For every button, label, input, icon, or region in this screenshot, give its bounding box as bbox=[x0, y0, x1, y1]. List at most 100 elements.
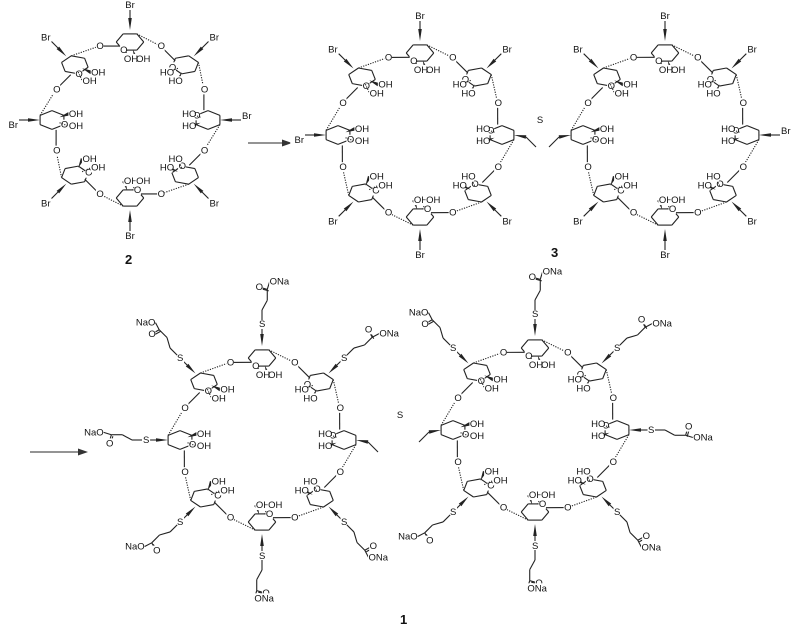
svg-text:O: O bbox=[707, 74, 714, 85]
svg-text:S: S bbox=[537, 115, 543, 126]
svg-text:OH: OH bbox=[370, 172, 384, 183]
svg-text:O: O bbox=[716, 179, 723, 190]
svg-text:ONa: ONa bbox=[693, 433, 713, 444]
compound-label-1: 1 bbox=[400, 612, 408, 627]
svg-text:O: O bbox=[53, 84, 60, 95]
svg-text:Br: Br bbox=[328, 216, 338, 227]
svg-text:OH: OH bbox=[470, 431, 484, 442]
svg-text:Br: Br bbox=[660, 11, 670, 22]
svg-text:OH: OH bbox=[529, 490, 543, 501]
svg-text:O: O bbox=[495, 162, 502, 173]
svg-text:Br: Br bbox=[209, 33, 219, 44]
svg-text:O: O bbox=[655, 56, 662, 67]
svg-text:OH: OH bbox=[470, 419, 484, 430]
svg-text:OH: OH bbox=[426, 65, 440, 76]
svg-text:OH: OH bbox=[600, 124, 614, 135]
svg-text:OH: OH bbox=[541, 490, 555, 501]
svg-text:OH: OH bbox=[659, 195, 673, 206]
svg-text:NaO: NaO bbox=[409, 308, 429, 319]
svg-text:O: O bbox=[617, 186, 624, 197]
svg-text:O: O bbox=[266, 509, 273, 520]
svg-text:O: O bbox=[630, 208, 637, 219]
svg-text:HO: HO bbox=[318, 429, 332, 440]
svg-text:Br: Br bbox=[328, 45, 338, 56]
svg-text:O: O bbox=[564, 347, 571, 358]
svg-text:O: O bbox=[337, 467, 344, 478]
svg-text:Br: Br bbox=[209, 198, 219, 209]
svg-text:ONa: ONa bbox=[652, 318, 672, 329]
svg-text:O: O bbox=[685, 422, 692, 433]
svg-text:O: O bbox=[158, 189, 165, 200]
svg-text:OH: OH bbox=[69, 109, 83, 120]
svg-text:O: O bbox=[337, 403, 344, 414]
svg-text:O: O bbox=[478, 376, 485, 387]
svg-text:OH: OH bbox=[378, 80, 392, 91]
svg-text:HO: HO bbox=[591, 419, 605, 430]
svg-text:O: O bbox=[529, 272, 536, 283]
compound-label-2: 2 bbox=[125, 252, 133, 267]
svg-text:OH: OH bbox=[378, 180, 392, 191]
svg-text:OH: OH bbox=[623, 180, 637, 191]
svg-text:O: O bbox=[291, 513, 298, 524]
svg-text:Br: Br bbox=[242, 111, 252, 122]
svg-text:O: O bbox=[638, 314, 645, 325]
svg-text:Br: Br bbox=[125, 231, 135, 242]
svg-text:O: O bbox=[495, 98, 502, 109]
svg-text:NaO: NaO bbox=[398, 532, 418, 543]
svg-text:OH: OH bbox=[82, 154, 96, 165]
svg-text:OH: OH bbox=[623, 80, 637, 91]
svg-text:O: O bbox=[424, 204, 431, 215]
svg-text:O: O bbox=[610, 393, 617, 404]
compound-1-thioether-bridge: S bbox=[395, 410, 404, 421]
svg-text:O: O bbox=[201, 146, 208, 157]
svg-text:S: S bbox=[532, 309, 538, 320]
svg-text:Br: Br bbox=[9, 120, 19, 131]
svg-text:HO: HO bbox=[453, 80, 467, 91]
svg-text:O: O bbox=[385, 208, 392, 219]
svg-text:OH: OH bbox=[197, 441, 211, 452]
svg-text:S: S bbox=[259, 319, 265, 330]
svg-text:ONa: ONa bbox=[379, 328, 399, 339]
svg-text:S: S bbox=[532, 541, 538, 552]
svg-text:O: O bbox=[339, 162, 346, 173]
svg-text:O: O bbox=[454, 393, 461, 404]
svg-text:S: S bbox=[397, 410, 403, 421]
svg-text:S: S bbox=[177, 517, 183, 528]
svg-text:Br: Br bbox=[41, 198, 51, 209]
svg-text:O: O bbox=[487, 481, 494, 492]
svg-text:O: O bbox=[75, 69, 82, 80]
svg-text:O: O bbox=[96, 41, 103, 52]
svg-text:O: O bbox=[120, 45, 127, 56]
svg-text:O: O bbox=[584, 162, 591, 173]
svg-text:O: O bbox=[365, 324, 372, 335]
svg-text:OH: OH bbox=[212, 477, 226, 488]
svg-text:O: O bbox=[96, 189, 103, 200]
svg-text:O: O bbox=[740, 98, 747, 109]
svg-text:HO: HO bbox=[591, 431, 605, 442]
svg-text:Br: Br bbox=[502, 216, 512, 227]
svg-text:S: S bbox=[177, 353, 183, 364]
svg-text:OH: OH bbox=[414, 195, 428, 206]
svg-text:OH: OH bbox=[485, 383, 499, 394]
svg-text:O: O bbox=[385, 52, 392, 63]
svg-text:O: O bbox=[669, 204, 676, 215]
svg-text:O: O bbox=[602, 420, 609, 431]
svg-text:HO: HO bbox=[182, 109, 196, 120]
svg-text:OH: OH bbox=[355, 124, 369, 135]
svg-text:O: O bbox=[227, 357, 234, 368]
svg-text:Br: Br bbox=[41, 33, 51, 44]
reaction-arrow-2 bbox=[30, 448, 88, 456]
svg-text:OH: OH bbox=[671, 195, 685, 206]
svg-text:O: O bbox=[205, 386, 212, 397]
svg-text:O: O bbox=[454, 457, 461, 468]
svg-text:OH: OH bbox=[197, 429, 211, 440]
svg-text:OH: OH bbox=[615, 88, 629, 99]
reaction-arrow-1 bbox=[248, 139, 292, 147]
svg-text:OH: OH bbox=[659, 65, 673, 76]
svg-text:ONa: ONa bbox=[642, 542, 662, 553]
svg-text:OH: OH bbox=[268, 370, 282, 381]
svg-text:O: O bbox=[339, 98, 346, 109]
